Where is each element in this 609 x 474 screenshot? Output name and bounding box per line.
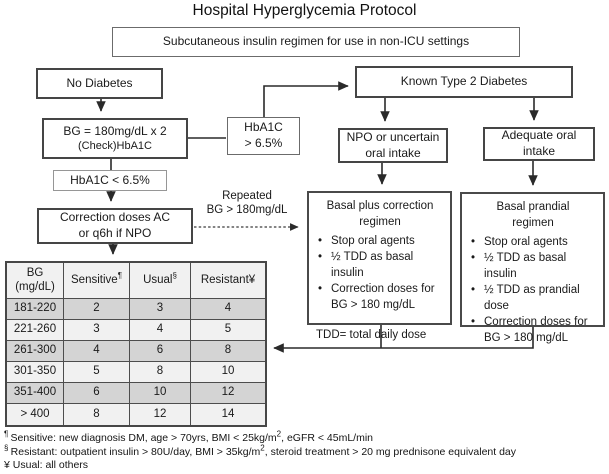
- dose-table: BG(mg/dL)Sensitive¶Usual§Resistant¥ 181-2…: [5, 261, 267, 427]
- bullet-item: • Correction doses for BG > 180 mg/dL: [316, 281, 444, 313]
- npo-line2: oral intake: [365, 145, 421, 160]
- table-header-cell: BG(mg/dL): [7, 263, 64, 299]
- footnote-line: § Resistant: outpatient insulin > 80U/da…: [4, 443, 517, 458]
- hba1c-low-box: HbA1C < 6.5%: [53, 170, 167, 191]
- bullet-text: ½ TDD as prandial dose: [484, 284, 580, 312]
- correction-line1: Correction doses AC: [59, 210, 171, 225]
- table-header-cell: Usual§: [130, 263, 191, 299]
- correction-doses-box: Correction doses AC or q6h if NPO: [37, 208, 193, 244]
- table-dose-cell: 3: [130, 299, 191, 320]
- npo-line1: NPO or uncertain: [346, 129, 440, 144]
- page-title: Hospital Hyperglycemia Protocol: [192, 2, 417, 19]
- hba1c-high-line2: > 6.5%: [244, 136, 283, 150]
- known-type2-diabetes-box: Known Type 2 Diabetes: [355, 66, 573, 98]
- bullet-item: • ½ TDD as basal insulin: [316, 249, 444, 281]
- bullet-dot: •: [471, 284, 476, 296]
- bullet-dot: •: [318, 235, 323, 247]
- basal-plus-bullets: • Stop oral agents • ½ TDD as basal insulin…: [316, 233, 444, 313]
- table-dose-cell: 4: [64, 341, 130, 362]
- table-dose-cell: 10: [130, 383, 191, 404]
- bullet-text: Correction doses for BG > 180 mg/dL: [484, 316, 588, 344]
- table-dose-cell: 2: [64, 299, 130, 320]
- table-dose-cell: 10: [191, 362, 265, 383]
- adequate-line1: Adequate oral: [501, 128, 577, 143]
- arrow-hba1c-high-to-known: [263, 81, 349, 117]
- bullet-item: • ½ TDD as prandial dose: [469, 282, 597, 314]
- table-dose-cell: 6: [64, 383, 130, 404]
- bullet-text: ½ TDD as basal insulin: [331, 251, 414, 279]
- basal-prandial-bullets: • Stop oral agents • ½ TDD as basal insulin…: [469, 234, 597, 346]
- footnote-line: ¶ Sensitive: new diagnosis DM, age > 70y…: [4, 429, 374, 444]
- bullet-item: • ½ TDD as basal insulin: [469, 250, 597, 282]
- table-dose-cell: 5: [191, 320, 265, 341]
- known-type2-label: Known Type 2 Diabetes: [400, 74, 528, 89]
- bullet-item: • Stop oral agents: [316, 233, 444, 249]
- repeated-bg-label: Repeated BG > 180mg/dL: [206, 190, 288, 217]
- bullet-text: ½ TDD as basal insulin: [484, 252, 567, 280]
- bullet-text: Correction doses for BG > 180 mg/dL: [331, 283, 435, 311]
- table-dose-cell: 12: [191, 383, 265, 404]
- table-bg-range-cell: 261-300: [7, 341, 64, 362]
- footnote-line: ¥ Usual: all others: [4, 459, 89, 471]
- bullet-dot: •: [471, 316, 476, 328]
- basal-plus-correction-box: Basal plus correction regimen • Stop oral…: [307, 191, 452, 341]
- table-dose-cell: 8: [191, 341, 265, 362]
- footnotes: ¶ Sensitive: new diagnosis DM, age > 70y…: [4, 429, 606, 473]
- bg-check-line2: (Check)HbA1C: [78, 140, 152, 153]
- basal-plus-title: Basal plus correction regimen: [326, 200, 434, 228]
- table-bg-range-cell: 181-220: [7, 299, 64, 320]
- table-dose-cell: 4: [130, 320, 191, 341]
- table-dose-cell: 3: [64, 320, 130, 341]
- npo-intake-box: NPO or uncertain oral intake: [338, 128, 448, 163]
- table-header-cell: Sensitive¶: [64, 263, 130, 299]
- table-dose-cell: 12: [130, 404, 191, 425]
- table-bg-range-cell: 301-350: [7, 362, 64, 383]
- subtitle-text: Subcutaneous insulin regimen for use in …: [162, 34, 470, 49]
- table-dose-cell: 5: [64, 362, 130, 383]
- table-dose-cell: 8: [130, 362, 191, 383]
- adequate-line2: intake: [522, 144, 556, 158]
- hba1c-high-line1: HbA1C: [244, 120, 283, 135]
- bullet-dot: •: [471, 252, 476, 264]
- bullet-dot: •: [318, 251, 323, 263]
- bullet-text: Stop oral agents: [484, 236, 568, 248]
- basal-prandial-box: Basal prandial regimen • Stop oral agents…: [460, 192, 605, 344]
- tdd-note: TDD= total daily dose: [316, 329, 427, 341]
- hba1c-high-box: HbA1C > 6.5%: [227, 117, 300, 155]
- bullet-dot: •: [471, 236, 476, 248]
- no-diabetes-label: No Diabetes: [66, 75, 133, 90]
- no-diabetes-box: No Diabetes: [36, 68, 163, 99]
- bullet-item: • Stop oral agents: [469, 234, 597, 250]
- subtitle-box: Subcutaneous insulin regimen for use in …: [112, 27, 520, 57]
- table-dose-cell: 4: [191, 299, 265, 320]
- table-header-cell: Resistant¥: [191, 263, 265, 299]
- bg-check-line1: BG = 180mg/dL x 2: [63, 123, 167, 138]
- bullet-text: Stop oral agents: [331, 235, 415, 247]
- table-bg-range-cell: > 400: [7, 404, 64, 425]
- table-dose-cell: 8: [64, 404, 130, 425]
- bullet-dot: •: [318, 283, 323, 295]
- table-bg-range-cell: 221-260: [7, 320, 64, 341]
- table-dose-cell: 14: [191, 404, 265, 425]
- bg-check-box: BG = 180mg/dL x 2 (Check)HbA1C: [42, 118, 188, 159]
- adequate-intake-box: Adequate oral intake: [483, 127, 595, 161]
- table-bg-range-cell: 351-400: [7, 383, 64, 404]
- table-dose-cell: 6: [130, 341, 191, 362]
- bullet-item: • Correction doses for BG > 180 mg/dL: [469, 314, 597, 346]
- hba1c-low-label: HbA1C < 6.5%: [70, 172, 150, 187]
- basal-prandial-title: Basal prandial regimen: [496, 201, 570, 229]
- correction-line2: or q6h if NPO: [78, 226, 152, 240]
